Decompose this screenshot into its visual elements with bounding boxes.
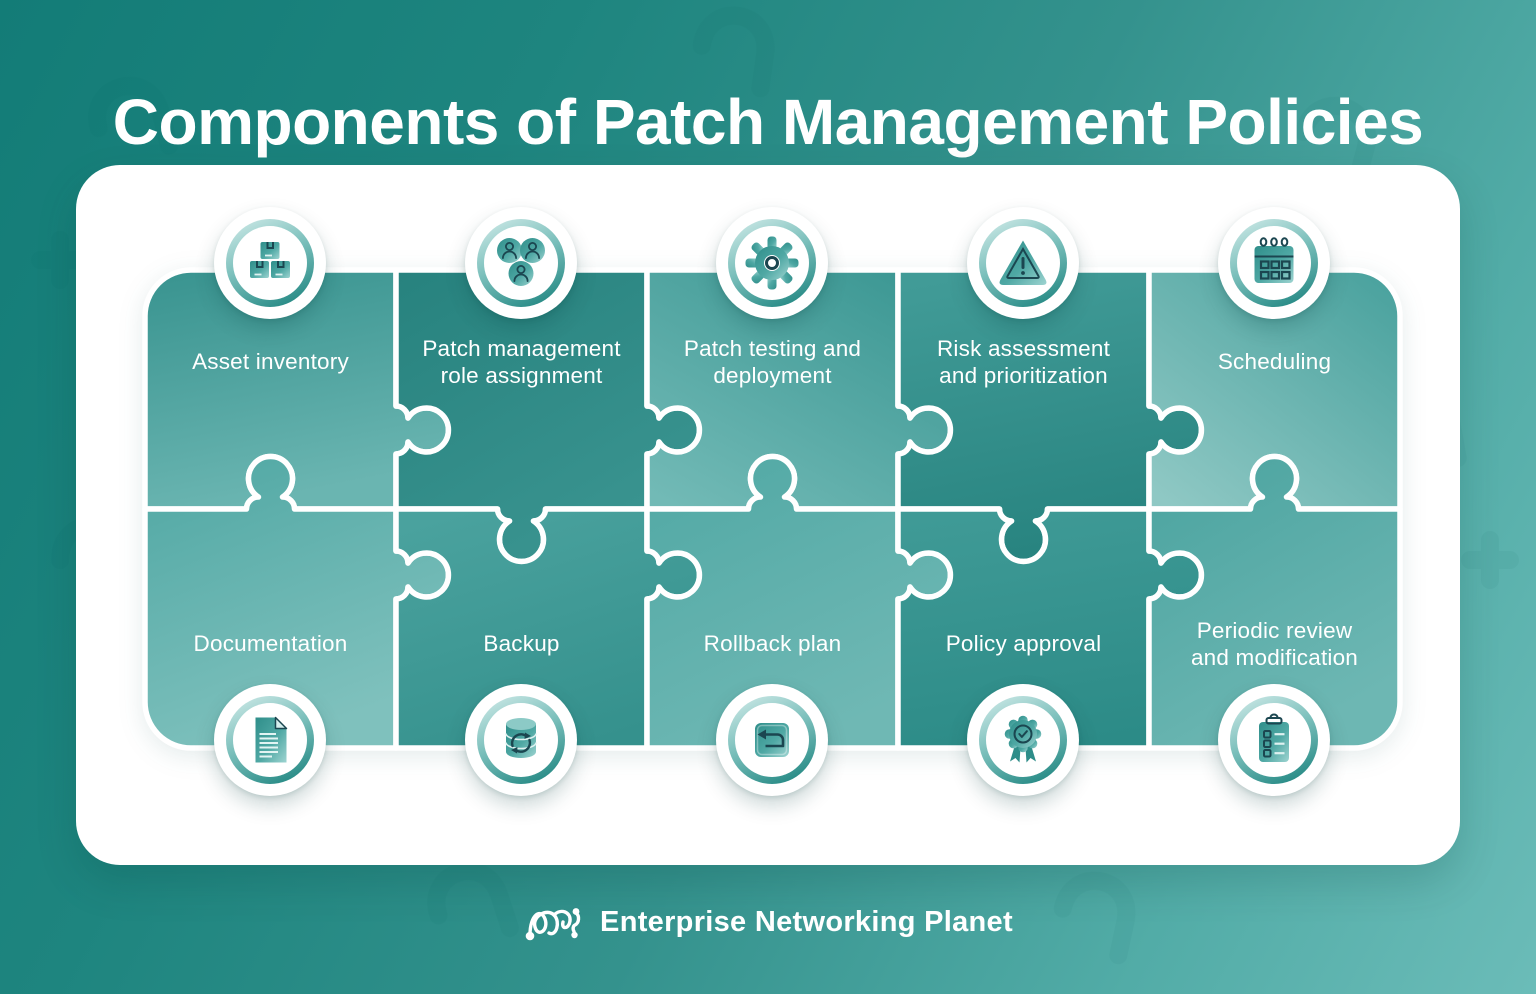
icon-badge-scheduling [1218,207,1330,319]
calendar-icon [1254,237,1294,283]
label-line: Rollback plan [703,631,842,657]
piece-label-asset-inventory: Asset inventory [155,330,386,394]
network-nodes-logo-icon [525,908,581,941]
icon-badge-patch-management-role-assignment [465,207,577,319]
icon-ring [728,219,816,307]
label-line: role assignment [440,363,603,388]
piece-label-backup: Backup [406,612,637,676]
team-people-icon [497,238,545,286]
label-line: Documentation [193,631,348,657]
piece-label-scheduling: Scheduling [1159,330,1390,394]
icon-badge-patch-testing-and-deployment [716,207,828,319]
icon-disc [484,703,558,777]
document-icon [255,716,288,763]
icon-badge-risk-assessment-and-prioritization [967,207,1079,319]
label-line: Backup [483,631,560,657]
label-line: and modification [1190,645,1359,670]
icon-ring [226,219,314,307]
label-line: Patch management [422,335,621,361]
icon-badge-backup [465,684,577,796]
icon-ring [477,219,565,307]
database-sync-icon [505,718,537,758]
label-line: Patch testing and [683,335,862,361]
icon-ring [979,219,1067,307]
boxes-icon [250,242,290,278]
label-line: Scheduling [1217,349,1332,375]
award-ribbon-icon [1004,715,1042,763]
warning-triangle-icon [999,240,1047,285]
piece-label-policy-approval: Policy approval [908,612,1139,676]
brand-name: Enterprise Networking Planet [600,905,1013,938]
icon-badge-documentation [214,684,326,796]
piece-label-rollback-plan: Rollback plan [657,612,888,676]
icon-badge-periodic-review-and-modification [1218,684,1330,796]
piece-label-documentation: Documentation [155,612,386,676]
label-line: deployment [713,363,832,388]
icon-disc [735,703,809,777]
label-line: Asset inventory [192,349,349,375]
icon-ring [1230,219,1318,307]
gear-icon [745,236,799,290]
rollback-arrow-icon [755,723,789,757]
icon-ring [226,696,314,784]
icon-ring [477,696,565,784]
icon-ring [979,696,1067,784]
icon-disc [233,703,307,777]
puzzle-piece-periodic-review-and-modification [1146,453,1403,751]
icon-disc [1237,703,1311,777]
icon-disc [1237,226,1311,300]
footer-brand: Enterprise Networking Planet [0,896,1536,948]
icon-disc [735,226,809,300]
page-title: Components of Patch Management Policies [112,85,1424,158]
label-line: Risk assessment [936,335,1111,361]
icon-badge-policy-approval [967,684,1079,796]
icon-ring [728,696,816,784]
icon-disc [986,226,1060,300]
icon-badge-rollback-plan [716,684,828,796]
label-line: Policy approval [945,631,1102,657]
label-line: and prioritization [939,363,1108,388]
icon-ring [1230,696,1318,784]
icon-disc [484,226,558,300]
label-line: Periodic review [1196,617,1353,643]
clipboard-checklist-icon [1259,713,1289,762]
icon-badge-asset-inventory [214,207,326,319]
icon-disc [986,703,1060,777]
icon-disc [233,226,307,300]
